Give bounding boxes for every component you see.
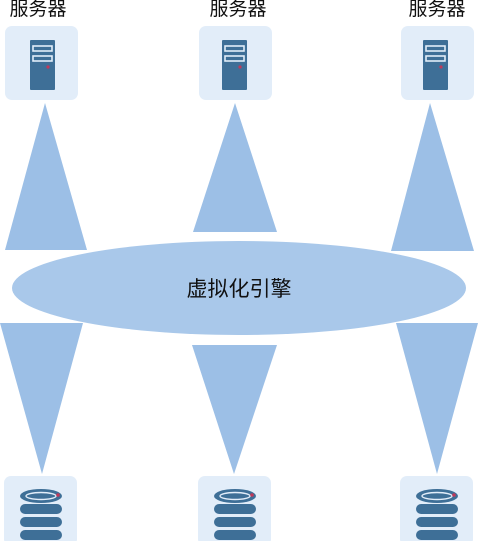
virtualization-engine-ellipse [12,241,466,335]
connector-triangle-up-right [391,103,474,251]
storage-node-middle [198,476,271,541]
connector-triangle-down-left [0,323,83,474]
server-node-middle [199,26,272,100]
server-icon [30,40,55,90]
storage-node-left [4,476,77,541]
storage-node-right [400,476,473,541]
connector-triangle-up-middle [193,103,277,232]
server-label-right: 服务器 [408,0,465,20]
database-icon [20,489,62,540]
connector-triangle-up-left [5,103,87,250]
database-icon [214,489,256,540]
connector-triangle-down-middle [192,345,277,474]
server-node-left [5,26,78,100]
server-label-middle: 服务器 [209,0,266,20]
server-node-right [401,26,474,100]
virtualization-engine-label: 虚拟化引擎 [187,277,292,301]
database-icon [416,489,458,540]
server-icon [222,40,247,90]
server-label-left: 服务器 [9,0,66,20]
server-icon [423,40,448,90]
connector-triangle-down-right [396,323,478,474]
